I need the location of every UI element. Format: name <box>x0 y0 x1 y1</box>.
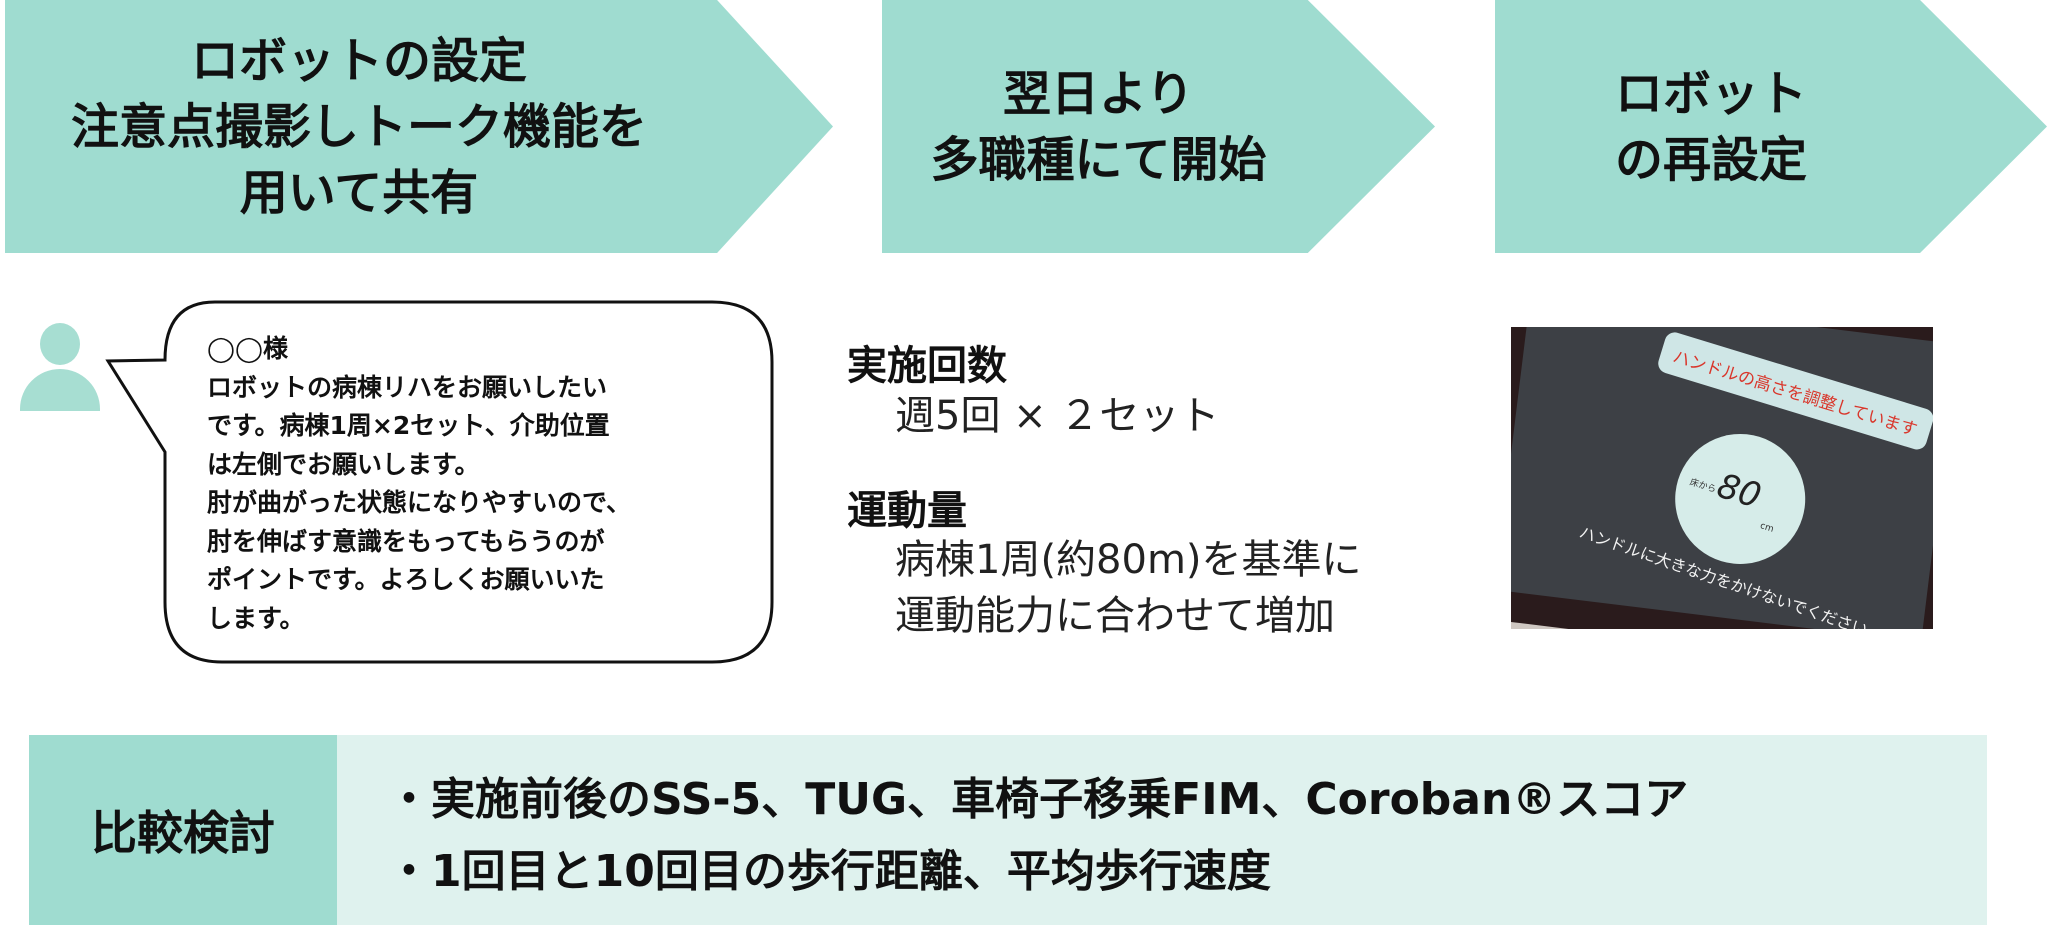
robot-screen-photo: ハンドルの高さを調整しています 床から 80 cm ハンドルに大きな力をかけない… <box>1511 327 1933 629</box>
photo-banner: ハンドルの高さを調整しています <box>1655 329 1933 452</box>
comparison-list: ・実施前後のSS-5、TUG、車椅子移乗FIM、Coroban®スコア ・1回目… <box>337 735 1987 925</box>
step-3-line: ロボット <box>1614 65 1807 122</box>
step-1-line: 注意点撮影しトーク機能を <box>70 98 647 155</box>
comparison-item: ・1回目と10回目の歩行距離、平均歩行速度 <box>387 846 1271 897</box>
dial-unit: cm <box>1758 521 1775 535</box>
step-2-line: 多職種にて開始 <box>930 131 1267 188</box>
frequency-value: 週5回 × ２セット <box>895 393 1220 439</box>
step-1-line: 用いて共有 <box>239 164 479 221</box>
dial-value: 80 <box>1712 465 1766 517</box>
message-text: ◯◯様 ロボットの病棟リハをお願いしたい です。病棟1周×2セット、介助位置 は… <box>207 334 632 633</box>
step-1-line: ロボットの設定 <box>190 32 527 89</box>
comparison-item: ・実施前後のSS-5、TUG、車椅子移乗FIM、Coroban®スコア <box>387 774 1689 825</box>
comparison-label: 比較検討 <box>29 735 337 925</box>
step-2-line: 翌日より <box>1002 65 1195 122</box>
speech-bubble <box>105 300 774 664</box>
step-arrow-2: 翌日より 多職種にて開始 <box>882 0 1435 253</box>
frequency-heading: 実施回数 <box>847 343 1007 389</box>
step-3-line: の再設定 <box>1614 131 1807 188</box>
exercise-heading: 運動量 <box>847 488 967 534</box>
dial-from-label: 床から <box>1688 477 1718 496</box>
step-arrow-3: ロボット の再設定 <box>1495 0 2047 253</box>
step-arrow-1: ロボットの設定 注意点撮影しトーク機能を 用いて共有 <box>5 0 833 253</box>
exercise-value: 病棟1周(約80m)を基準に 運動能力に合わせて増加 <box>895 537 1362 639</box>
